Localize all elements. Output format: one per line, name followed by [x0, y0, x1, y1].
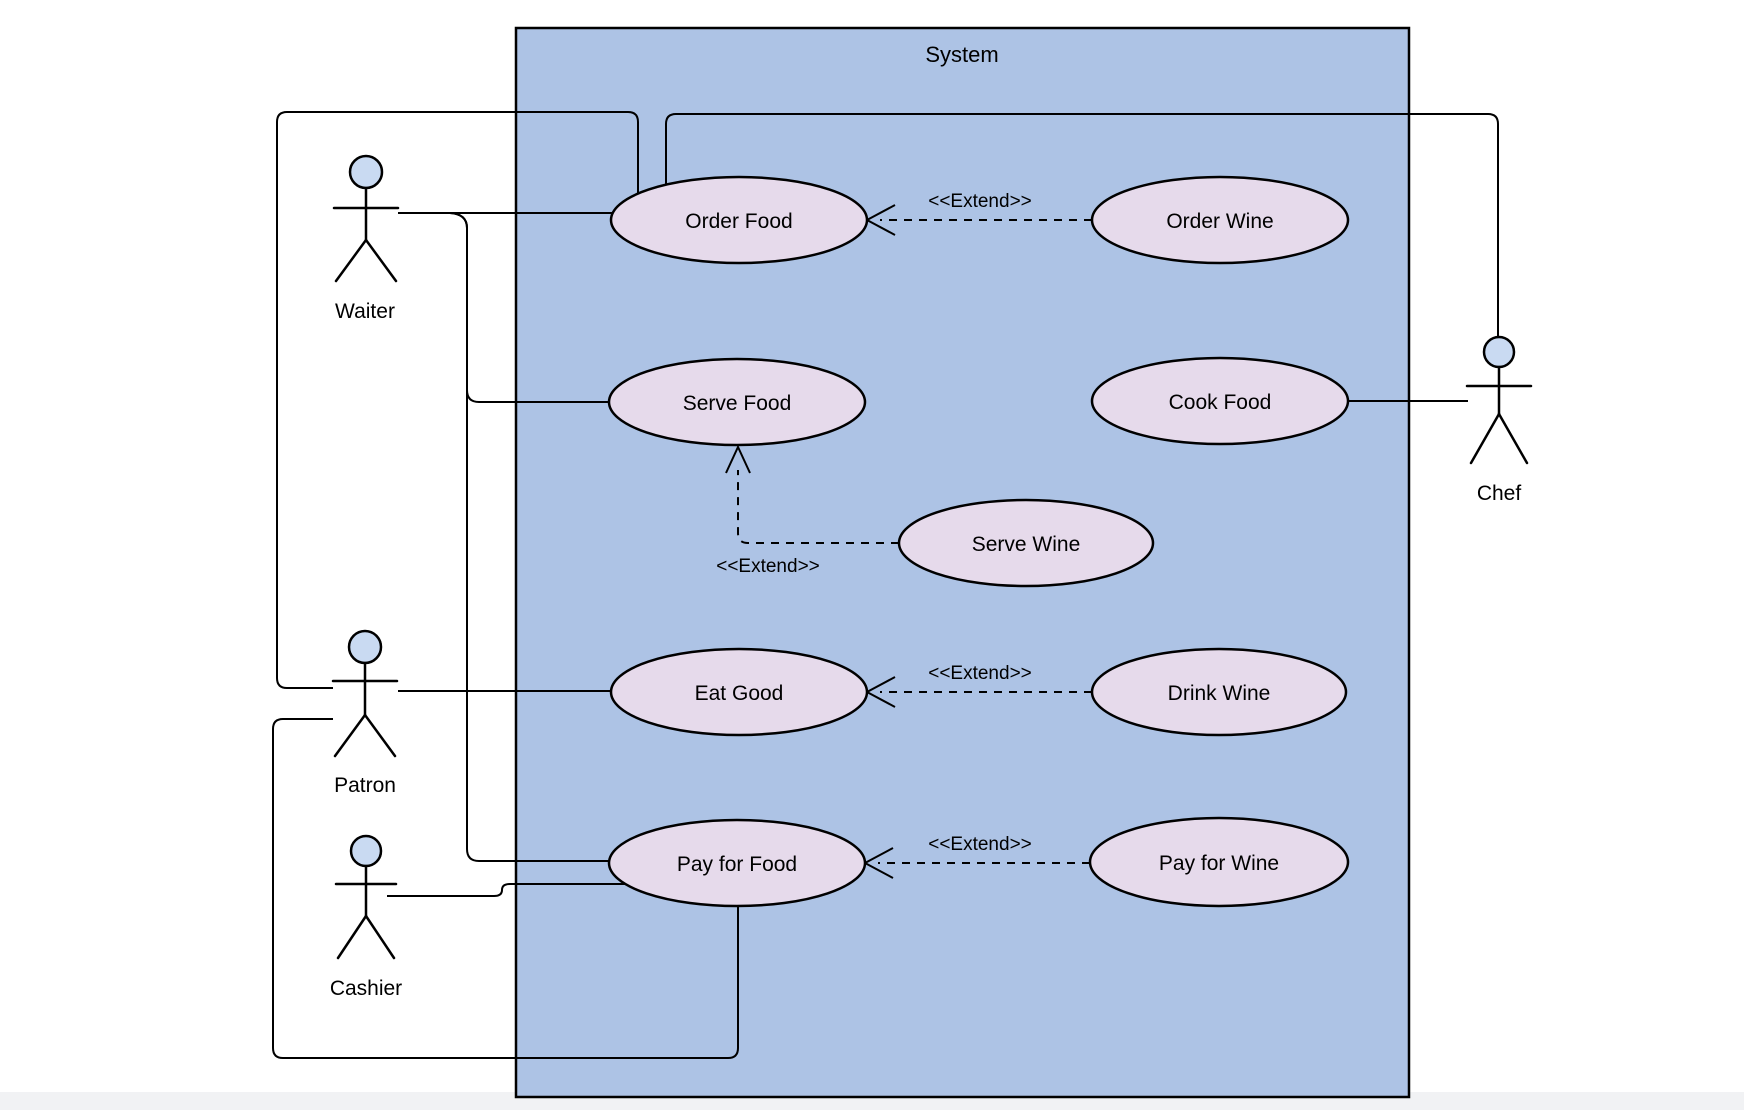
actor-waiter: Waiter — [332, 154, 400, 323]
system-title: System — [925, 42, 998, 67]
use-case-serve-food-label: Serve Food — [683, 392, 792, 415]
associations — [272, 111, 1499, 1059]
use-case-order-wine: Order Wine — [1090, 175, 1350, 265]
actor-patron-label: Patron — [334, 774, 396, 797]
use-case-cook-food-label: Cook Food — [1169, 391, 1272, 414]
actor-chef-label: Chef — [1477, 482, 1522, 505]
actor-patron: Patron — [331, 629, 399, 797]
use-case-order-food: Order Food — [609, 175, 869, 265]
use-case-serve-wine: Serve Wine — [897, 498, 1155, 588]
use-case-pay-for-food-label: Pay for Food — [677, 853, 797, 876]
use-case-cook-food: Cook Food — [1090, 356, 1350, 446]
use-cases: Order Food Order Wine Serve Food Cook Fo… — [607, 175, 1350, 908]
extend-serve-wine-arrowhead-icon — [725, 444, 751, 474]
actor-chef-figure-icon — [1465, 335, 1533, 465]
extend-serve-wine-line — [737, 470, 899, 544]
extend-relations: <<Extend>> <<Extend>> <<Extend>> <<Exten… — [716, 191, 1092, 879]
use-case-drink-wine-label: Drink Wine — [1168, 682, 1271, 705]
actor-cashier-figure-icon — [334, 834, 398, 960]
actor-cashier: Cashier — [330, 834, 402, 1000]
use-case-eat-good-label: Eat Good — [695, 682, 784, 705]
use-case-order-wine-label: Order Wine — [1166, 210, 1273, 233]
use-case-pay-for-wine: Pay for Wine — [1088, 816, 1350, 908]
use-case-pay-for-food: Pay for Food — [607, 818, 867, 908]
assoc-patron-order-food — [276, 111, 639, 689]
actors: Waiter Patron Cashier — [330, 154, 1533, 1000]
actor-patron-figure-icon — [331, 629, 399, 758]
use-case-pay-for-wine-label: Pay for Wine — [1159, 852, 1279, 875]
use-case-serve-wine-label: Serve Wine — [972, 533, 1081, 556]
extend-drink-wine-label: <<Extend>> — [928, 663, 1032, 684]
use-case-eat-good: Eat Good — [609, 647, 869, 737]
actor-waiter-figure-icon — [332, 154, 400, 283]
use-case-order-food-label: Order Food — [685, 210, 792, 233]
actor-waiter-label: Waiter — [335, 300, 395, 323]
use-case-drink-wine: Drink Wine — [1090, 647, 1348, 737]
extend-order-wine-label: <<Extend>> — [928, 191, 1032, 212]
assoc-waiter-pay-for-food — [449, 212, 630, 862]
actor-chef: Chef — [1465, 335, 1533, 505]
assoc-chef-order-food — [665, 113, 1499, 338]
assoc-cashier-pay-for-food — [387, 883, 630, 897]
actor-cashier-label: Cashier — [330, 977, 402, 1000]
extend-pay-for-wine-label: <<Extend>> — [928, 834, 1032, 855]
assoc-patron-pay-for-food — [272, 718, 739, 1059]
extend-serve-wine-label: <<Extend>> — [716, 556, 820, 577]
use-case-serve-food: Serve Food — [607, 357, 867, 447]
